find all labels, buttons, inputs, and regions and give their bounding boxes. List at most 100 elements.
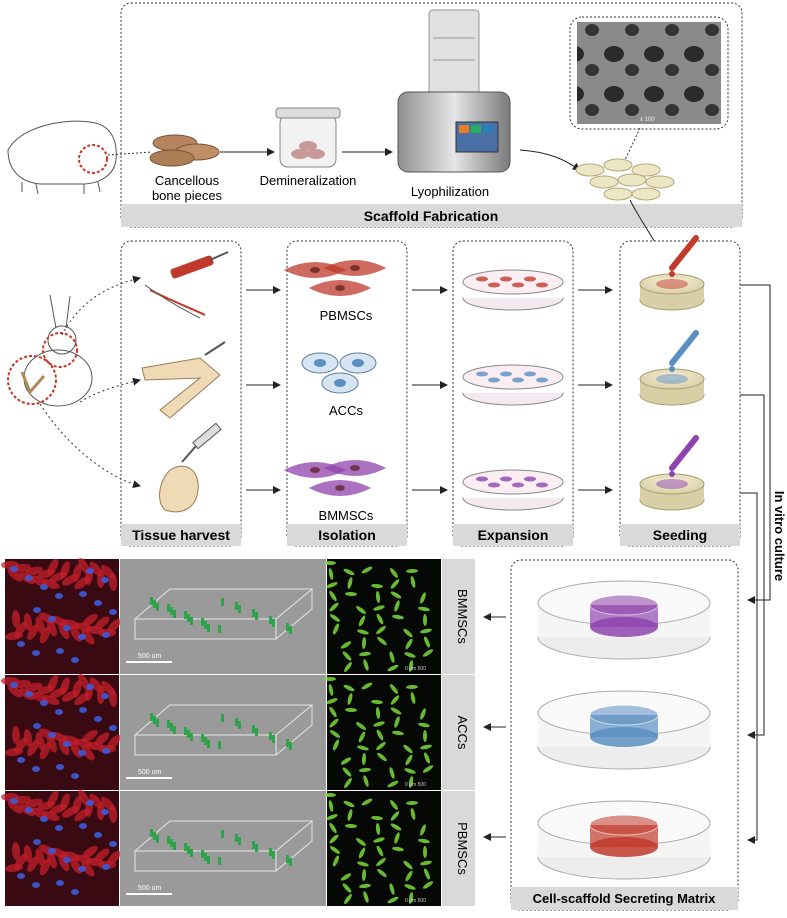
cell-nucleus [352, 359, 364, 367]
nucleus [33, 723, 41, 729]
nucleus [71, 889, 79, 895]
sem-pointer [624, 127, 641, 161]
dish-cell [476, 276, 488, 282]
dish-cell [512, 282, 524, 288]
live-cell [329, 846, 341, 854]
cell-type-label: ACCs [329, 403, 363, 418]
cells-icon [301, 352, 377, 394]
nucleus [78, 634, 86, 640]
dish-cell [512, 482, 524, 488]
live-cell [361, 637, 367, 649]
stage-label: Expansion [478, 527, 549, 543]
scaffold-bottom [590, 617, 658, 637]
in-vitro-culture-bracket [740, 284, 771, 844]
cell-cluster [289, 858, 292, 866]
live-cell [376, 741, 386, 751]
actin-fiber [39, 858, 51, 876]
row-label: BMMSCs [455, 589, 470, 644]
live-cell [387, 896, 399, 904]
cell-cluster [156, 719, 159, 727]
live-cell [404, 768, 416, 774]
image-bg [120, 559, 326, 674]
cell-cluster [156, 603, 159, 611]
nucleus [63, 857, 71, 863]
live-cell [363, 775, 369, 787]
live-cell [358, 847, 366, 859]
actin-fiber [30, 807, 48, 819]
scaffold-bottom [590, 727, 658, 747]
rabbit-to-blood-arrow [61, 275, 141, 336]
live-cell [424, 752, 430, 764]
stage-label-bar [620, 524, 740, 546]
pipette-icon [669, 330, 699, 366]
actin-fiber [27, 856, 39, 872]
live-cell [343, 800, 355, 808]
nucleus [101, 809, 109, 815]
cell-nucleus [335, 285, 345, 291]
live-cell [359, 651, 371, 657]
dish-cell [536, 377, 548, 383]
live-cell [340, 757, 352, 765]
dish-cell [536, 482, 548, 488]
live-cell [328, 684, 334, 696]
live-cell [342, 651, 352, 661]
actin-fiber [94, 848, 110, 862]
actin-fiber [11, 726, 21, 744]
live-cell [332, 739, 340, 751]
live-cell [392, 730, 404, 736]
scaffold-top [589, 814, 659, 836]
live-cell [422, 881, 434, 889]
fabrication-section-label: Scaffold Fabrication [364, 208, 499, 224]
live-cell [389, 568, 399, 578]
nucleus [63, 741, 71, 747]
cell-cluster [286, 623, 289, 631]
scale-bar-label: 500 um [138, 769, 162, 776]
cell-nucleus [350, 465, 360, 471]
scale-bar-label: 500 um [138, 653, 162, 660]
cell-cluster [289, 626, 292, 634]
live-cell [392, 846, 404, 852]
cell-cluster [153, 716, 156, 724]
actin-fiber [25, 682, 43, 692]
live-cell [356, 838, 366, 846]
cell-cluster [167, 836, 170, 844]
live-cell [406, 800, 418, 806]
cell-cluster [190, 617, 193, 625]
nucleus [94, 716, 102, 722]
actin-fiber [5, 747, 23, 757]
cell-cluster [173, 842, 176, 850]
nucleus [40, 700, 48, 706]
nucleus [25, 575, 33, 581]
bone-pieces-icon [149, 134, 220, 167]
step-demineralization: Demineralization [260, 173, 357, 188]
dish-cell [536, 282, 548, 288]
text-line: Cancellous [155, 173, 220, 188]
actin-fiber [25, 566, 43, 576]
actin-fiber [94, 616, 110, 630]
seeding-scaffold-icon [639, 435, 705, 511]
scaffold-top [589, 704, 659, 726]
cell-cluster [289, 742, 292, 750]
cell-cluster [170, 723, 173, 731]
live-cell [408, 660, 414, 672]
cell-cluster [218, 741, 221, 749]
seeding-scaffold-icon [639, 330, 705, 406]
actin-fiber [11, 610, 21, 628]
live-cell [392, 614, 404, 620]
image-bg [120, 675, 326, 790]
cell-cluster [272, 735, 275, 743]
dish-top [462, 364, 564, 390]
cell-cluster [173, 610, 176, 618]
actin-fiber [39, 626, 51, 644]
live-cell [390, 707, 402, 715]
live-cell [344, 778, 352, 788]
live-cell [343, 684, 355, 692]
fluorescence-image [1, 558, 121, 674]
stage-label-bar [287, 524, 407, 546]
nucleus [71, 657, 79, 663]
marrow-aspiration-icon [159, 422, 222, 513]
nucleus [102, 864, 110, 870]
